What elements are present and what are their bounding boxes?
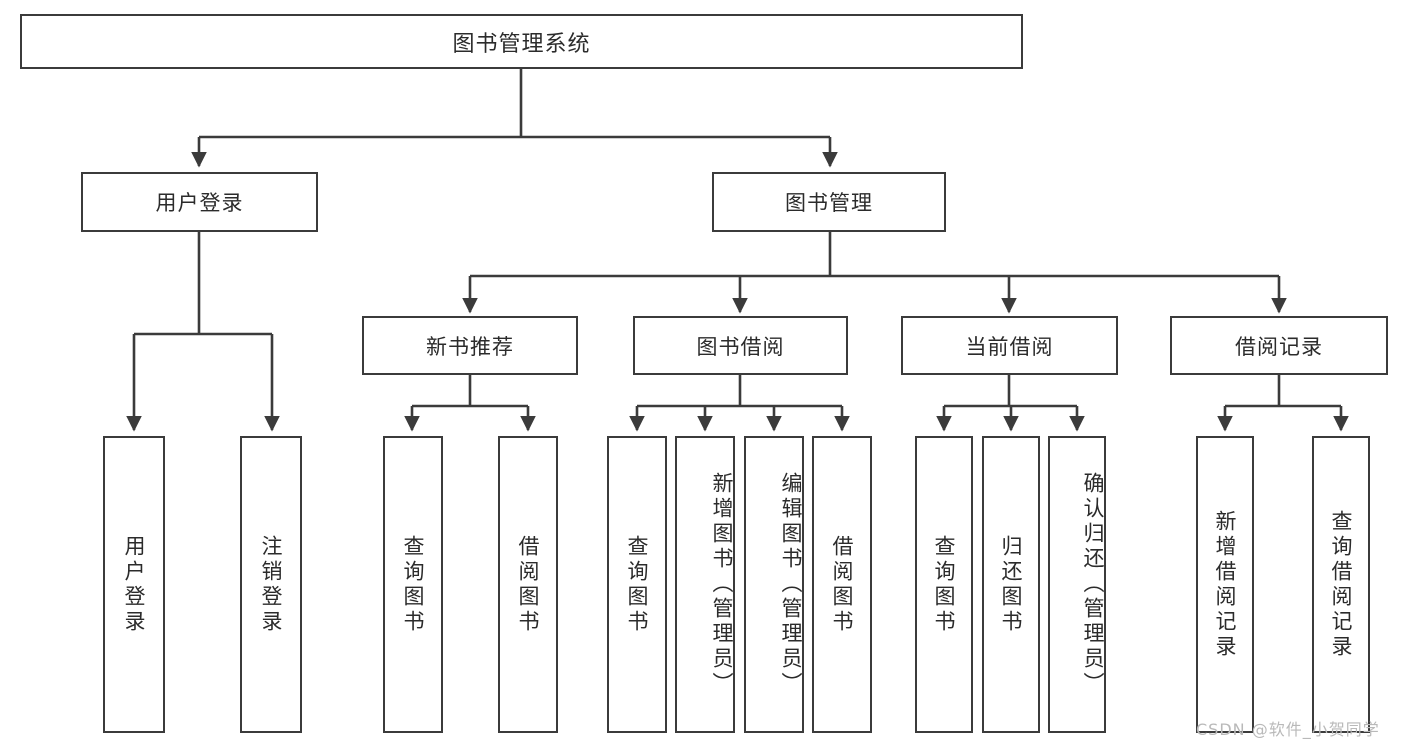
node-label: 查询图书 bbox=[625, 534, 650, 635]
node-label: 用户登录 bbox=[155, 191, 244, 215]
leaf-newbook-query-book[interactable]: 查询图书 bbox=[383, 436, 443, 733]
node-label: 图书借阅 bbox=[696, 334, 785, 359]
node-label: 借阅图书 bbox=[830, 534, 855, 635]
node-borrow-record[interactable]: 借阅记录 bbox=[1170, 316, 1388, 375]
leaf-borrow-edit-book-admin[interactable]: 编辑图书（管理员） bbox=[744, 436, 804, 733]
leaf-record-query-record[interactable]: 查询借阅记录 bbox=[1312, 436, 1370, 733]
leaf-record-add-record[interactable]: 新增借阅记录 bbox=[1196, 436, 1254, 733]
node-label: 当前借阅 bbox=[965, 334, 1054, 359]
node-label: 借阅记录 bbox=[1235, 334, 1323, 359]
leaf-current-return-book[interactable]: 归还图书 bbox=[982, 436, 1040, 733]
node-label: 新增借阅记录 bbox=[1213, 509, 1238, 660]
node-label: 查询图书 bbox=[932, 534, 957, 635]
node-label: 确认归还（管理员） bbox=[1081, 472, 1105, 697]
node-label: 归还图书 bbox=[999, 534, 1024, 635]
node-label: 查询图书 bbox=[401, 534, 426, 635]
leaf-borrow-query-book[interactable]: 查询图书 bbox=[607, 436, 667, 733]
node-label: 新增图书（管理员） bbox=[710, 472, 734, 697]
node-label: 用户登录 bbox=[122, 534, 147, 635]
node-root-system[interactable]: 图书管理系统 bbox=[20, 14, 1023, 69]
node-label: 图书管理系统 bbox=[452, 31, 591, 57]
node-user-login[interactable]: 用户登录 bbox=[81, 172, 318, 232]
node-label: 编辑图书（管理员） bbox=[779, 472, 803, 697]
node-label: 新书推荐 bbox=[426, 334, 514, 359]
node-label: 借阅图书 bbox=[516, 534, 541, 635]
node-new-book-recommend[interactable]: 新书推荐 bbox=[362, 316, 578, 375]
leaf-borrow-borrow-book[interactable]: 借阅图书 bbox=[812, 436, 872, 733]
csdn-watermark: CSDN @软件_小贺同学 bbox=[1196, 720, 1380, 739]
node-label: 图书管理 bbox=[785, 191, 873, 215]
leaf-newbook-borrow-book[interactable]: 借阅图书 bbox=[498, 436, 558, 733]
node-current-borrow[interactable]: 当前借阅 bbox=[901, 316, 1118, 375]
node-book-borrow[interactable]: 图书借阅 bbox=[633, 316, 848, 375]
node-label: 查询借阅记录 bbox=[1329, 509, 1354, 660]
leaf-borrow-add-book-admin[interactable]: 新增图书（管理员） bbox=[675, 436, 735, 733]
leaf-user-login[interactable]: 用户登录 bbox=[103, 436, 165, 733]
node-label: 注销登录 bbox=[259, 534, 284, 635]
leaf-current-confirm-return-admin[interactable]: 确认归还（管理员） bbox=[1048, 436, 1106, 733]
node-book-management[interactable]: 图书管理 bbox=[712, 172, 946, 232]
leaf-current-query-book[interactable]: 查询图书 bbox=[915, 436, 973, 733]
leaf-logout[interactable]: 注销登录 bbox=[240, 436, 302, 733]
